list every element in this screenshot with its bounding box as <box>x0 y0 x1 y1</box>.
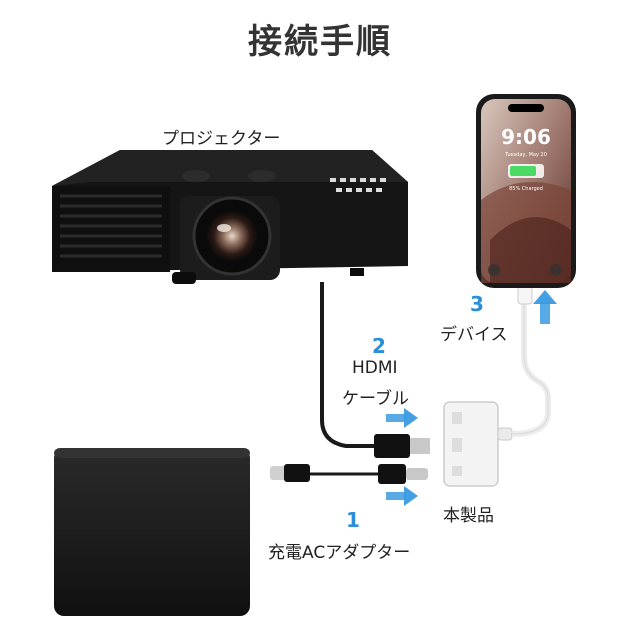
direction-arrows <box>386 290 557 506</box>
step2-number: 2 <box>372 334 386 358</box>
page-title: 接続手順 <box>248 22 392 62</box>
step3-number: 3 <box>470 292 484 316</box>
step1-number: 1 <box>346 508 360 532</box>
step2-label-line1: HDMI <box>352 358 398 378</box>
step1-label: 充電ACアダプター <box>268 543 411 563</box>
phone-time: 9:06 <box>501 125 551 149</box>
arrow-device <box>533 290 557 324</box>
hdmi-connector <box>374 434 430 458</box>
phone-date: Tuesday, May 20 <box>504 152 547 158</box>
projector-lens <box>206 210 258 262</box>
usbc-cable <box>270 464 428 484</box>
device-cable-plug <box>517 285 533 305</box>
product-label: 本製品 <box>443 506 494 526</box>
projector-label: プロジェクター <box>162 129 281 149</box>
battery-fill <box>510 166 536 176</box>
step3-label: デバイス <box>440 325 508 345</box>
hdmi-cable <box>320 282 382 448</box>
charger-adapter <box>54 448 250 616</box>
projector-vent <box>60 194 162 258</box>
step2-label-line2: ケーブル <box>342 389 409 409</box>
smartphone: 9:06 Tuesday, May 20 85% Charged <box>476 94 576 288</box>
arrow-hdmi <box>386 408 418 428</box>
battery-status: 85% Charged <box>509 186 543 192</box>
arrow-charger <box>386 486 418 506</box>
product-adapter <box>443 401 513 487</box>
projector-indicator-lights <box>330 178 386 192</box>
projector <box>52 150 408 284</box>
